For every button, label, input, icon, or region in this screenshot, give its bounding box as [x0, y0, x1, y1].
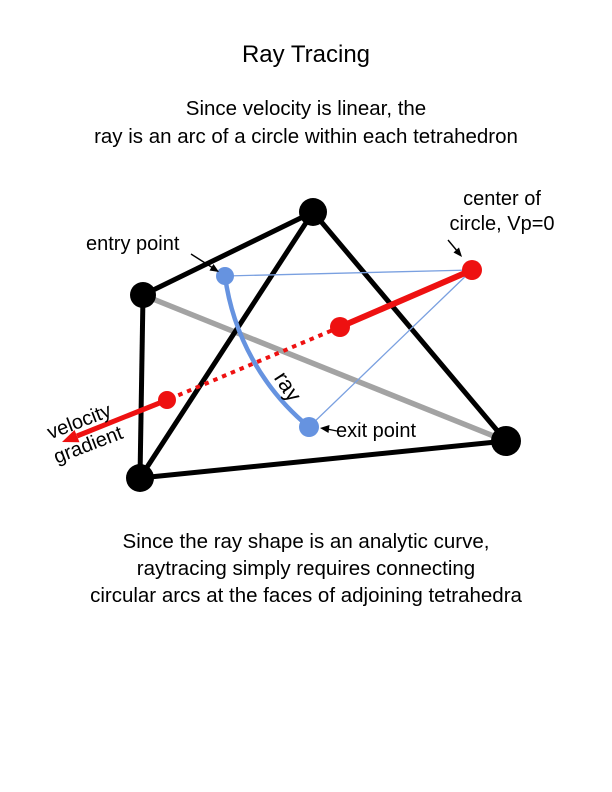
gradient-point-left: [158, 391, 176, 409]
circle-center-point: [462, 260, 482, 280]
page-title: Ray Tracing: [241, 41, 371, 68]
radius-entry-to-center-line: [224, 269, 473, 277]
entry-point-label: entry point: [86, 233, 180, 255]
vertex-top: [299, 198, 327, 226]
velocity-gradient-solid-line: [338, 267, 474, 330]
edge-top-left: [141, 209, 315, 298]
footer-line1: Since the ray shape is an analytic curve…: [122, 530, 490, 553]
entry-label-arrowhead: [209, 264, 219, 272]
vertex-bottomright: [491, 426, 521, 456]
entry-point-dot: [216, 267, 234, 285]
vertex-left: [130, 282, 156, 308]
gradient-point-middle: [330, 317, 350, 337]
ray-arc: [222, 273, 312, 430]
exit-point-dot: [299, 417, 319, 437]
edge-left-bottomleft: [137, 294, 146, 479]
velocity-gradient-arrowhead: [62, 430, 80, 443]
vertex-bottomleft: [126, 464, 154, 492]
exit-label-arrowhead: [320, 425, 330, 433]
entry-label-arrow-line: [190, 253, 214, 269]
footer-text: Since the ray shape is an analytic curve…: [0, 528, 612, 609]
center-label-arrowhead: [453, 247, 462, 257]
circle-center-label: center of circle, Vp=0: [432, 187, 572, 237]
edge-top-bottomright: [311, 210, 508, 443]
velocity-gradient-arrow-shaft: [76, 397, 168, 439]
edge-top-bottomleft: [137, 210, 316, 480]
subtitle: Since velocity is linear, the ray is an …: [0, 95, 612, 151]
subtitle-line2: ray is an arc of a circle within each te…: [94, 125, 518, 148]
velocity-gradient-dotted-line: [166, 325, 341, 402]
circle-center-label-line1: center of: [463, 188, 541, 210]
edge-bottomleft-bottomright: [139, 438, 507, 481]
footer-line2: raytracing simply requires connecting: [136, 557, 476, 580]
circle-center-label-line2: circle, Vp=0: [449, 213, 555, 235]
radius-exit-to-center-line: [308, 269, 473, 428]
footer-line3: circular arcs at the faces of adjoining …: [90, 584, 522, 607]
edge-left-bottomright-hidden: [141, 292, 508, 444]
exit-point-label: exit point: [336, 420, 417, 442]
subtitle-line1: Since velocity is linear, the: [185, 97, 427, 120]
